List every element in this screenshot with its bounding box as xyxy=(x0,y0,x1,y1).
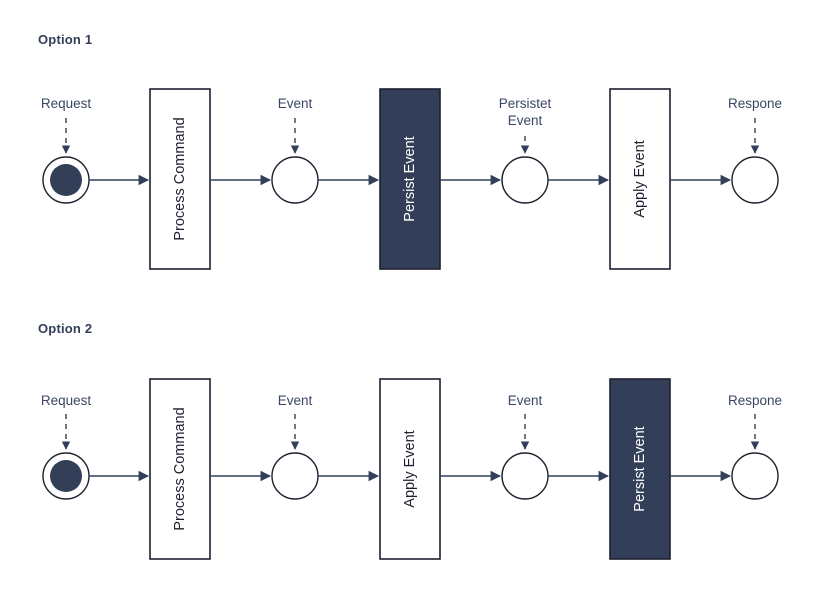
task-process-command-option2[interactable] xyxy=(149,378,211,560)
label-respone-option1: Respone xyxy=(727,96,783,111)
label-respone-option2: Respone xyxy=(727,393,783,408)
boxlabel-persist-event-option2: Persist Event xyxy=(632,426,648,512)
option1-row xyxy=(42,88,779,270)
end-event-node-option1[interactable] xyxy=(731,156,779,204)
label-request-option2: Request xyxy=(40,393,92,408)
option1-title: Option 1 xyxy=(38,32,93,47)
event-node-2-option2[interactable] xyxy=(501,452,549,500)
label-event-option2: Event xyxy=(277,393,313,408)
task-persist-event-option2[interactable] xyxy=(609,378,671,560)
option2-row xyxy=(42,378,779,560)
start-event-node-option2[interactable] xyxy=(42,452,90,500)
boxlabel-apply-event-option1: Apply Event xyxy=(632,140,648,218)
start-event-node-option1[interactable] xyxy=(42,156,90,204)
boxlabel-process-command-option1: Process Command xyxy=(172,117,188,241)
boxlabel-apply-event-option2: Apply Event xyxy=(402,430,418,508)
label-event-2-option2: Event xyxy=(507,393,543,408)
label-event-option1: Event xyxy=(277,96,313,111)
boxlabel-persist-event-option1: Persist Event xyxy=(402,136,418,222)
label-persistet-event-line2-option1: Event xyxy=(507,113,543,128)
option2-title: Option 2 xyxy=(38,321,93,336)
task-process-command-option1[interactable] xyxy=(149,88,211,270)
end-event-node-option2[interactable] xyxy=(731,452,779,500)
label-persistet-event-line1-option1: Persistet xyxy=(498,96,552,111)
event-node-option2[interactable] xyxy=(271,452,319,500)
event-node-option1[interactable] xyxy=(271,156,319,204)
label-request-option1: Request xyxy=(40,96,92,111)
task-apply-event-option2[interactable] xyxy=(379,378,441,560)
persistet-event-node-option1[interactable] xyxy=(501,156,549,204)
boxlabel-process-command-option2: Process Command xyxy=(172,407,188,531)
task-apply-event-option1[interactable] xyxy=(609,88,671,270)
task-persist-event-option1[interactable] xyxy=(379,88,441,270)
